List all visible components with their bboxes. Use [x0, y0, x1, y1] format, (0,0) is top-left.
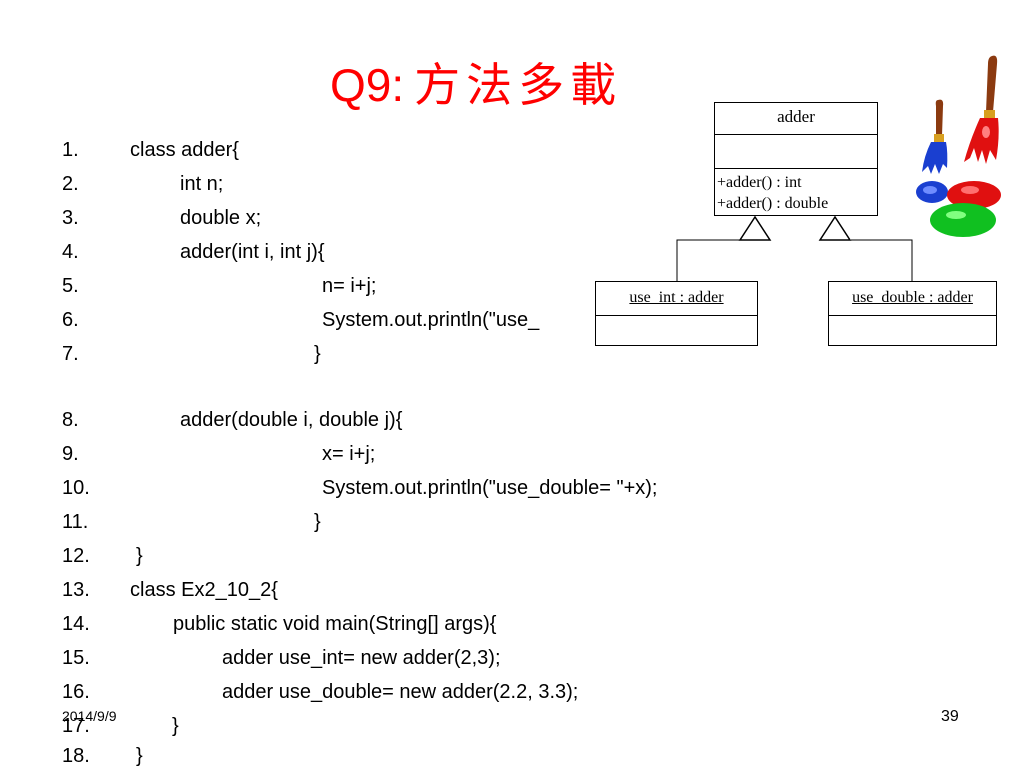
line-number: 18. — [62, 745, 90, 767]
line-number: 17. — [62, 715, 90, 737]
code-text: adder use_int= new adder(2,3); — [222, 647, 501, 669]
code-text: n= i+j; — [322, 275, 377, 297]
inheritance-line — [676, 239, 742, 281]
inheritance-line — [851, 239, 913, 281]
code-text: } — [136, 545, 143, 567]
line-number: 9. — [62, 443, 79, 465]
code-text: } — [314, 343, 321, 365]
object-name: use_int : adder — [596, 282, 757, 316]
uml-operation: +adder() : int — [717, 174, 802, 191]
code-text: public static void main(String[] args){ — [173, 613, 497, 635]
title-cjk: 方法多載 — [414, 58, 623, 112]
line-number: 15. — [62, 647, 90, 669]
inheritance-arrowhead — [738, 215, 772, 241]
uml-operations: +adder() : int +adder() : double — [715, 169, 877, 214]
line-number: 11. — [62, 511, 89, 533]
line-number: 6. — [62, 309, 79, 331]
code-text: adder use_double= new adder(2.2, 3.3); — [222, 681, 579, 703]
line-number: 16. — [62, 681, 90, 703]
line-number: 4. — [62, 241, 79, 263]
code-text: class adder{ — [130, 139, 239, 161]
code-text: System.out.println("use_double= "+x); — [322, 477, 658, 499]
page-number: 39 — [941, 708, 959, 725]
uml-operation: +adder() : double — [717, 195, 829, 212]
code-text: adder(int i, int j){ — [180, 241, 325, 263]
code-text: adder(double i, double j){ — [180, 409, 403, 431]
line-number: 8. — [62, 409, 79, 431]
code-text: x= i+j; — [322, 443, 376, 465]
uml-object-use-int: use_int : adder — [595, 281, 758, 346]
line-number: 13. — [62, 579, 90, 601]
code-text: } — [136, 745, 143, 767]
code-text: } — [172, 715, 179, 737]
line-number: 14. — [62, 613, 90, 635]
uml-attributes — [715, 135, 877, 169]
inheritance-arrowhead — [818, 215, 852, 241]
uml-class-name: adder — [715, 103, 877, 135]
uml-class-adder: adder +adder() : int +adder() : double — [714, 102, 878, 216]
slide-title: Q9:方法多載 — [330, 62, 622, 108]
code-text: System.out.println("use_ — [322, 309, 540, 331]
line-number: 12. — [62, 545, 90, 567]
line-number: 7. — [62, 343, 79, 365]
uml-object-use-double: use_double : adder — [828, 281, 997, 346]
code-text: double x; — [180, 207, 262, 229]
code-text: class Ex2_10_2{ — [130, 579, 278, 601]
object-name: use_double : adder — [829, 282, 996, 316]
paintbrushes-and-paint-icon — [916, 55, 1001, 237]
footer-date: 2014/9/9 — [62, 708, 117, 724]
code-text: int n; — [180, 173, 224, 195]
line-number: 10. — [62, 477, 90, 499]
line-number: 2. — [62, 173, 79, 195]
line-number: 1. — [62, 139, 79, 161]
line-number: 5. — [62, 275, 79, 297]
title-prefix: Q9: — [330, 59, 405, 111]
code-text: } — [314, 511, 321, 533]
line-number: 3. — [62, 207, 79, 229]
